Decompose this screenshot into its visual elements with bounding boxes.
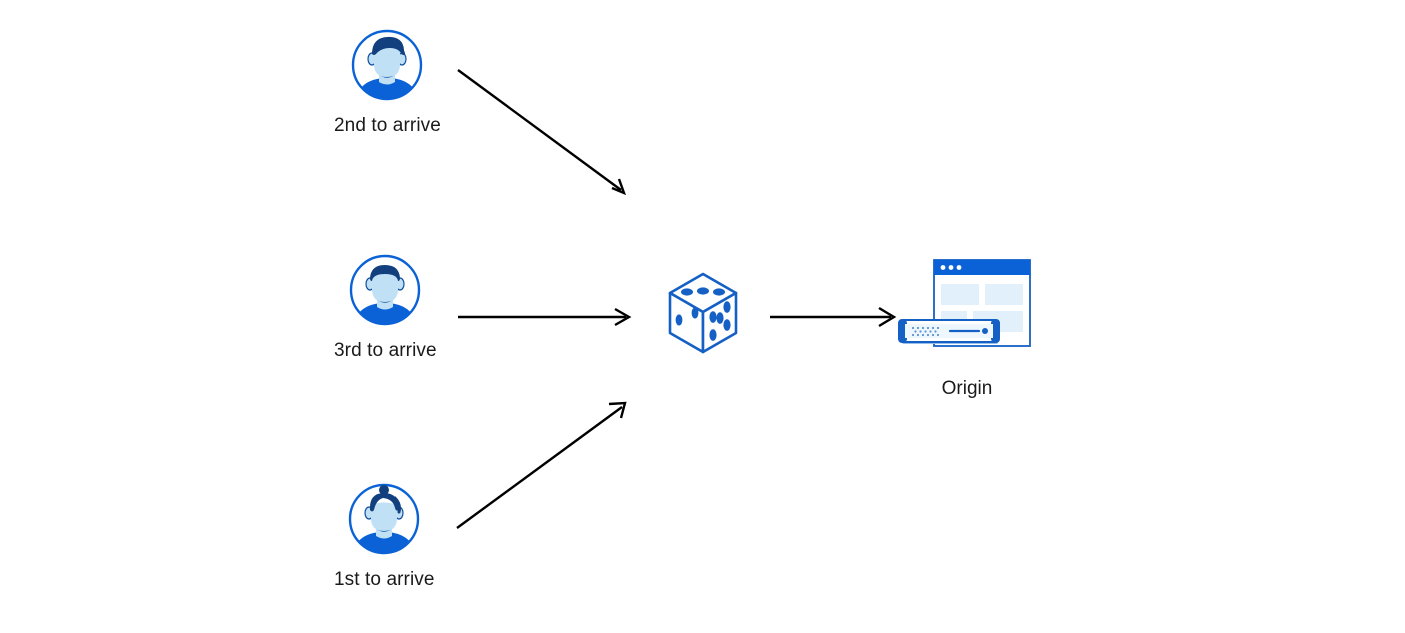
- client-label: 2nd to arrive: [334, 115, 441, 136]
- client-node-1st[interactable]: 1st to arrive: [334, 482, 435, 591]
- arrow-dice-to-origin: [770, 306, 897, 328]
- arrow-client-2nd-to-dice: [457, 69, 627, 196]
- origin-label: Origin: [941, 378, 993, 399]
- origin-node[interactable]: Origin: [897, 258, 1037, 400]
- client-node-3rd[interactable]: 3rd to arrive: [334, 253, 437, 362]
- user-avatar-icon: [348, 253, 422, 327]
- dice-left-pips: [675, 307, 699, 326]
- origin-server-icon: [897, 258, 1037, 363]
- client-label: 3rd to arrive: [334, 340, 437, 361]
- dice-cube-icon[interactable]: [658, 268, 748, 358]
- user-avatar-icon: [347, 482, 421, 556]
- dice-right-pips: [709, 301, 731, 341]
- arrow-client-1st-to-dice: [456, 401, 627, 529]
- client-node-2nd[interactable]: 2nd to arrive: [334, 28, 441, 137]
- client-label: 1st to arrive: [334, 569, 435, 590]
- dice-top-pips: [681, 287, 725, 296]
- user-avatar-icon: [350, 28, 424, 102]
- arrow-client-3rd-to-dice: [458, 307, 632, 327]
- server-device-icon: [898, 319, 1000, 344]
